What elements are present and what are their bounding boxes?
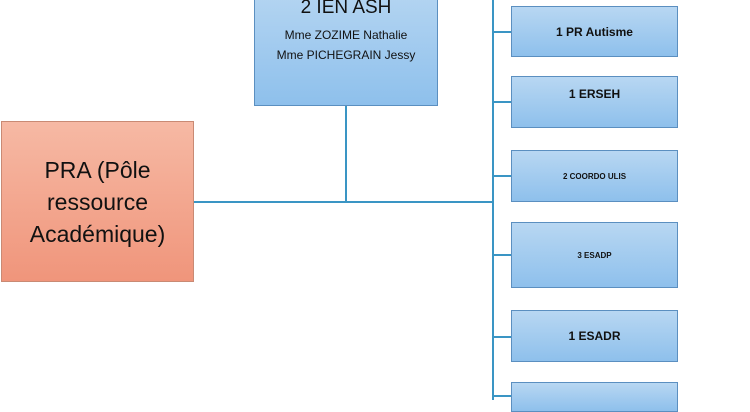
ien-title: 2 IEN ASH [300,0,392,18]
connector-unit-2 [492,101,511,103]
connector-unit-1 [492,31,511,33]
unit-box-partial [511,382,678,412]
connector-unit-6 [492,395,511,397]
unit-label: 1 ESADR [568,329,621,343]
ien-ash-box: 2 IEN ASH Mme ZOZIME Nathalie Mme PICHEG… [254,0,438,106]
unit-box-esadp: 3 ESADP [511,222,678,288]
unit-box-erseh: 1 ERSEH [511,76,678,128]
unit-label: 3 ESADP [577,250,612,260]
connector-unit-4 [492,254,511,256]
unit-label: 1 ERSEH [568,87,621,101]
connector-ien-to-main [345,106,347,202]
connector-horizontal-main [194,201,493,203]
connector-unit-5 [492,336,511,338]
connector-vertical-trunk [492,0,494,400]
unit-box-esadr: 1 ESADR [511,310,678,362]
unit-box-coordo-ulis: 2 COORDO ULIS [511,150,678,202]
unit-label: 1 PR Autisme [556,24,633,39]
ien-name-2: Mme PICHEGRAIN Jessy [276,48,416,62]
pra-title: PRA (Pôle ressource Académique) [29,156,166,247]
ien-name-1: Mme ZOZIME Nathalie [284,28,408,42]
pra-box: PRA (Pôle ressource Académique) [1,121,194,282]
connector-unit-3 [492,175,511,177]
unit-box-pr-autisme: 1 PR Autisme [511,6,678,57]
unit-label: 2 COORDO ULIS [562,171,627,181]
